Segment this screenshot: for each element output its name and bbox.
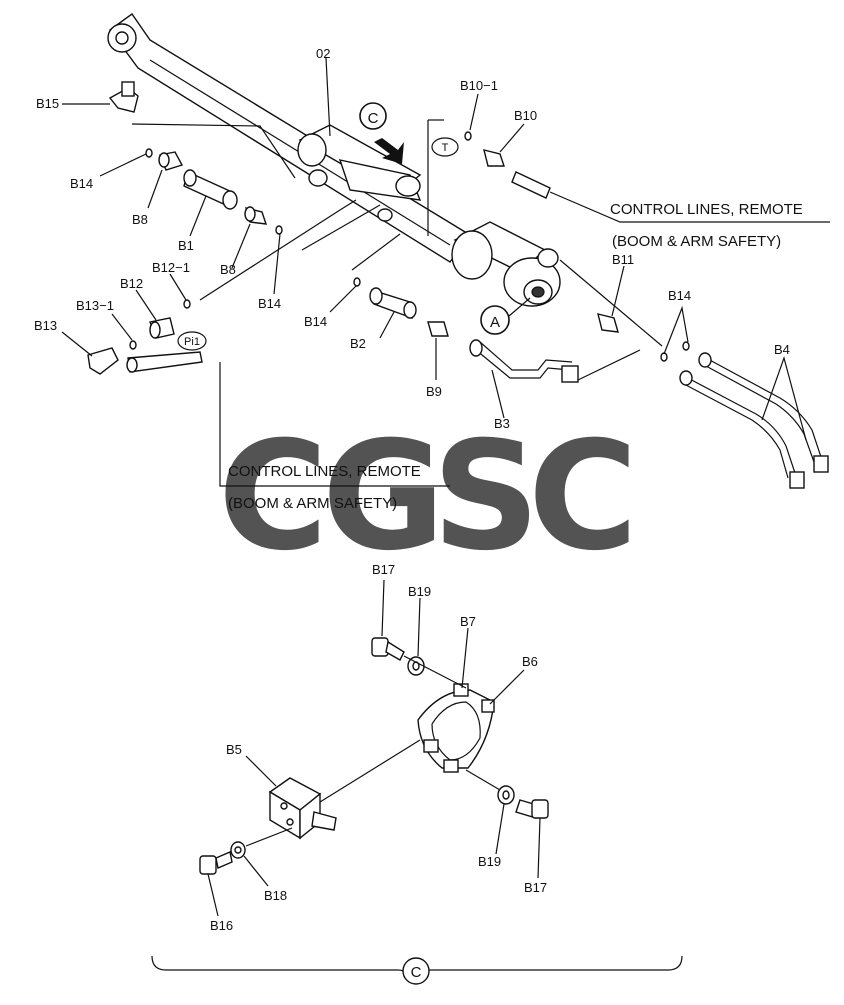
detail-c-leaders: [245, 655, 501, 847]
routing-lines: [131, 119, 830, 487]
detail-a-label: A: [490, 314, 500, 331]
callout-b14-3: B14: [304, 314, 327, 329]
callout-b16: B16: [210, 918, 233, 933]
view-c-marker: C: [359, 102, 404, 164]
group-c-marker: C: [402, 957, 430, 985]
b14-oring-4: [682, 341, 690, 351]
b13-1-oring: [129, 340, 137, 350]
b1-hose-adapter: [183, 169, 238, 210]
left-note-line1: CONTROL LINES, REMOTE: [228, 463, 421, 480]
b14-oring: [145, 148, 153, 158]
label-leaders: [61, 57, 807, 917]
b10-hose-end: [511, 171, 551, 199]
b10-fitting: [483, 149, 505, 167]
callout-b15: B15: [36, 96, 59, 111]
b17-bolt-top: [371, 637, 405, 661]
b19-washer-bottom: [497, 785, 515, 805]
callout-b12: B12: [120, 276, 143, 291]
callout-b17-2: B17: [524, 880, 547, 895]
callout-b5: B5: [226, 742, 242, 757]
callout-b2: B2: [350, 336, 366, 351]
part-callouts: 02 B15 B14 B8 B1 B8 B14 B12−1 B12 B13−1 …: [34, 46, 790, 933]
right-note-line1: CONTROL LINES, REMOTE: [610, 201, 803, 218]
callout-b18: B18: [264, 888, 287, 903]
callout-b11: B11: [612, 252, 634, 267]
b10-1-oring: [464, 131, 472, 141]
callout-b8-2: B8: [220, 262, 236, 277]
callout-b7: B7: [460, 614, 476, 629]
right-note-line2: (BOOM & ARM SAFETY): [612, 233, 781, 250]
b11-fitting: [597, 313, 619, 333]
port-pi1-label: Pi1: [184, 336, 200, 348]
b5-block: [268, 777, 337, 840]
group-c-label: C: [411, 964, 422, 981]
b15-elbow-fitting: [108, 81, 139, 113]
b9-fitting: [427, 321, 449, 337]
left-note-line2: (BOOM & ARM SAFETY): [228, 495, 397, 512]
b3-tube: [469, 339, 579, 383]
port-pi1-marker: Pi1: [177, 331, 207, 351]
callout-b10-1: B10−1: [460, 78, 498, 93]
watermark-letter-c1: C: [218, 410, 328, 584]
callout-b19-2: B19: [478, 854, 501, 869]
b14-oring-2: [275, 225, 283, 235]
callout-b12-1: B12−1: [152, 260, 190, 275]
callout-b8: B8: [132, 212, 148, 227]
view-c-label: C: [368, 110, 379, 127]
callout-b13-1: B13−1: [76, 298, 114, 313]
callout-b14-4: B14: [668, 288, 691, 303]
view-arrow-icon: [374, 138, 404, 164]
b4-tubes: [679, 352, 829, 489]
b12-1-oring: [183, 299, 191, 309]
callout-b17: B17: [372, 562, 395, 577]
callout-b14: B14: [70, 176, 93, 191]
callout-02: 02: [316, 46, 330, 61]
callout-b6: B6: [522, 654, 538, 669]
callout-b13: B13: [34, 318, 57, 333]
b8-adapter-2: [244, 206, 268, 225]
callout-b9: B9: [426, 384, 442, 399]
callout-b1: B1: [178, 238, 194, 253]
cgsc-watermark: C G S C: [218, 410, 638, 584]
boom-cylinder: [107, 13, 561, 307]
callout-b3: B3: [494, 416, 510, 431]
b16-bolt: [199, 851, 233, 875]
pi1-hose: [126, 351, 203, 373]
b13-elbow: [87, 347, 119, 375]
callout-b19: B19: [408, 584, 431, 599]
watermark-letter-c2: C: [528, 410, 638, 584]
watermark-letter-s: S: [432, 410, 540, 584]
b14-oring-5: [660, 352, 668, 362]
callout-b14-2: B14: [258, 296, 281, 311]
b2-adapter: [369, 287, 417, 320]
watermark-letter-g: G: [322, 410, 445, 584]
callout-b10: B10: [514, 108, 537, 123]
b19-washer-top: [407, 656, 425, 676]
b18-washer: [230, 841, 246, 859]
b12-fitting: [149, 317, 175, 339]
b8-adapter: [158, 151, 184, 171]
callout-b4: B4: [774, 342, 790, 357]
b17-bolt-bottom: [515, 799, 549, 819]
b14-oring-3: [353, 277, 361, 287]
port-t-marker: T: [431, 137, 459, 157]
detail-a-marker: A: [480, 297, 531, 335]
b6-b7-clamp: [417, 683, 495, 773]
port-t-label: T: [442, 142, 449, 154]
